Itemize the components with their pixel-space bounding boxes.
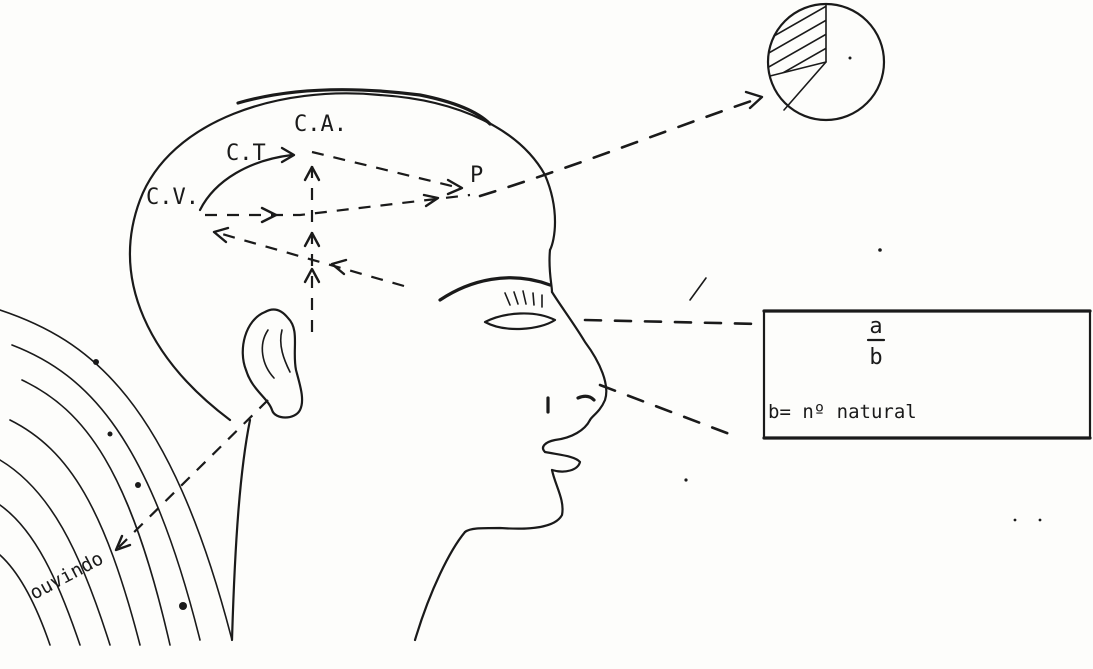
ear-icon bbox=[243, 310, 302, 418]
fraction-denominator: b bbox=[869, 345, 882, 370]
fraction-numerator: a bbox=[869, 314, 882, 339]
label-ct: C.T bbox=[226, 141, 266, 166]
label-ouvindo: ouvindo bbox=[26, 547, 107, 604]
box-definition: b= nº natural bbox=[768, 401, 917, 423]
eye-icon bbox=[485, 291, 555, 329]
label-cv: C.V. bbox=[146, 185, 199, 210]
label-ca: C.A. bbox=[294, 112, 347, 137]
nose-to-box-path bbox=[600, 385, 740, 438]
lower-to-p-path bbox=[205, 195, 470, 215]
ca-to-p-path bbox=[312, 152, 460, 188]
stray-mark bbox=[690, 278, 706, 300]
ear-to-waves-path bbox=[118, 400, 268, 548]
fraction-circle-icon bbox=[760, 0, 884, 120]
eye-to-box-path bbox=[585, 320, 760, 324]
label-p: P bbox=[470, 163, 483, 188]
head-profile-icon bbox=[130, 90, 606, 640]
fraction-box: a b b= nº natural bbox=[764, 311, 1090, 438]
